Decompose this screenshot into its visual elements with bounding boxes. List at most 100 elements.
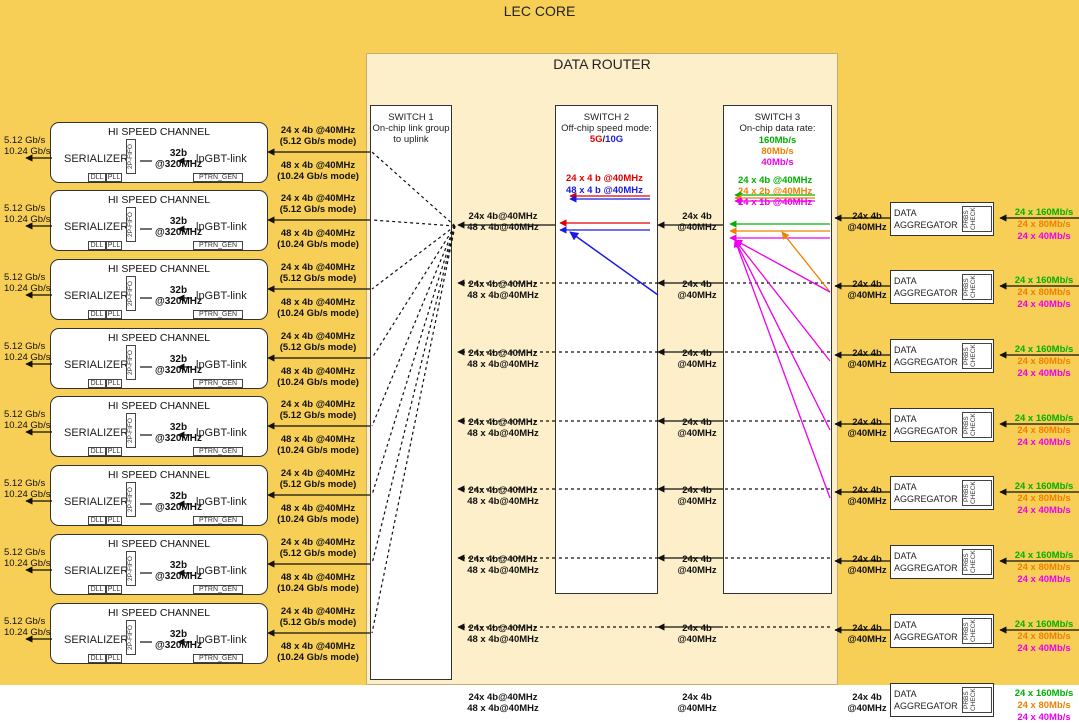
mode-10g-width: 48 x 4b @40MHz <box>280 434 356 445</box>
switch-link-width: 24x 4b <box>682 211 712 222</box>
bus-width: 32b <box>169 285 188 296</box>
mode-5g-width: 24 x 4b @40MHz <box>280 331 356 342</box>
input-rate-80: 24 x 80Mb/s <box>1017 631 1071 642</box>
mode-separator: / <box>602 134 606 145</box>
switch-link-width: 24x 4b <box>682 623 712 634</box>
lec-core-title: LEC CORE <box>503 3 576 19</box>
aggregator-line-2: AGGREGATOR <box>894 426 958 436</box>
mode-10g-width: 48 x 4b @40MHz <box>280 160 356 171</box>
switch-2-blue-label: 48 x 4 b @40MHz <box>566 185 643 196</box>
input-rate-40: 24 x 40Mb/s <box>1017 505 1071 516</box>
input-rate-80: 24 x 80Mb/s <box>1017 493 1071 504</box>
aggregator-out-width: 24x 4b <box>852 279 882 290</box>
router-link-24x: 24x 4b@40MHz <box>468 692 538 703</box>
switch-link-width: 24x 4b <box>682 554 712 565</box>
aggregator-line-1: DATA <box>894 620 917 630</box>
aggregator-out-width: 24x 4b <box>852 417 882 428</box>
switch-2-red-label: 24 x 4 b @40MHz <box>566 173 643 184</box>
serializer-label: SERIALIZER <box>64 634 129 646</box>
switch-link-freq: @40MHz <box>677 634 717 645</box>
lpgbt-link-label: lpGBT-link <box>196 153 247 165</box>
input-rate-80: 24 x 80Mb/s <box>1017 356 1071 367</box>
lpgbt-link-label: lpGBT-link <box>196 565 247 577</box>
fanout-dashed-wire <box>371 225 456 496</box>
switch-3-title: SWITCH 3 <box>754 112 801 123</box>
input-rate-80: 24 x 80Mb/s <box>1017 562 1071 573</box>
aggregator-out-freq: @40MHz <box>847 496 887 507</box>
mode-5g-label: (5.12 Gb/s mode) <box>279 548 357 559</box>
aggregator-out-freq: @40MHz <box>847 565 887 576</box>
switch-link-width: 24x 4b <box>682 417 712 428</box>
output-rate-10g: 10.24 Gb/s <box>4 420 51 431</box>
bus-width: 32b <box>169 422 188 433</box>
input-rate-160: 24 x 160Mb/s <box>1014 207 1074 218</box>
lpgbt-link-label: lpGBT-link <box>196 290 247 302</box>
pattern-generator: PTRN_GEN <box>193 447 243 456</box>
output-rate-5g: 5.12 Gb/s <box>4 409 46 420</box>
dll-block: DLL <box>88 654 106 663</box>
router-link-24x: 24x 4b@40MHz <box>468 554 538 565</box>
aggregator-line-2: AGGREGATOR <box>894 494 958 504</box>
router-link-24x: 24x 4b@40MHz <box>468 279 538 290</box>
lpgbt-link-label: lpGBT-link <box>196 634 247 646</box>
output-rate-10g: 10.24 Gb/s <box>4 558 51 569</box>
channel-title: HI SPEED CHANNEL <box>107 538 211 550</box>
router-link-48x: 48 x 4b@40MHz <box>467 496 539 507</box>
pattern-generator: PTRN_GEN <box>193 585 243 594</box>
mode-10g-width: 48 x 4b @40MHz <box>280 366 356 377</box>
dll-block: DLL <box>88 241 106 250</box>
output-rate-5g: 5.12 Gb/s <box>4 547 46 558</box>
input-rate-40: 24 x 40Mb/s <box>1017 574 1071 585</box>
input-rate-80: 24 x 80Mb/s <box>1017 425 1071 436</box>
mode-10g-width: 48 x 4b @40MHz <box>280 641 356 652</box>
switch-link-width: 24x 4b <box>682 279 712 290</box>
channel-title: HI SPEED CHANNEL <box>107 332 211 344</box>
aggregator-out-freq: @40MHz <box>847 222 887 233</box>
serializer-label: SERIALIZER <box>64 496 129 508</box>
input-rate-80: 24 x 80Mb/s <box>1017 700 1071 711</box>
mode-5g-width: 24 x 4b @40MHz <box>280 399 356 410</box>
mode-5g-width: 24 x 4b @40MHz <box>280 125 356 136</box>
serializer-label: SERIALIZER <box>64 290 129 302</box>
switch2-blue-diagonal <box>569 231 659 296</box>
switch-1-desc: On-chip link group <box>372 123 450 134</box>
lpgbt-link-label: lpGBT-link <box>196 221 247 233</box>
mode-5g: 5G <box>589 134 603 145</box>
router-link-48x: 48 x 4b@40MHz <box>467 222 539 233</box>
serializer-label: SERIALIZER <box>64 359 129 371</box>
output-rate-10g: 10.24 Gb/s <box>4 214 51 225</box>
switch-3-orange-label: 24 x 2b @40MHz <box>738 186 813 197</box>
router-link-48x: 48 x 4b@40MHz <box>467 565 539 576</box>
lpgbt-link-label: lpGBT-link <box>196 359 247 371</box>
mode-10g-label: (10.24 Gb/s mode) <box>277 652 359 663</box>
pattern-generator: PTRN_GEN <box>193 241 243 250</box>
mode-10g-label: (10.24 Gb/s mode) <box>277 239 359 250</box>
channel-title: HI SPEED CHANNEL <box>107 194 211 206</box>
dll-block: DLL <box>88 310 106 319</box>
router-link-24x: 24x 4b@40MHz <box>468 623 538 634</box>
data-router-title: DATA ROUTER <box>553 56 651 72</box>
fanout-dashed-wire <box>371 225 456 359</box>
input-rate-160: 24 x 160Mb/s <box>1014 275 1074 286</box>
switch-link-freq: @40MHz <box>677 496 717 507</box>
aggregator-out-width: 24x 4b <box>852 211 882 222</box>
aggregator-line-1: DATA <box>894 689 917 699</box>
wiring-diagram <box>25 148 1079 646</box>
fanout-dashed-wire <box>371 219 456 227</box>
switch-3-rate-orange: 80Mb/s <box>761 146 794 157</box>
aggregator-line-2: AGGREGATOR <box>894 701 958 711</box>
pll-block: PLL <box>106 379 122 388</box>
input-rate-40: 24 x 40Mb/s <box>1017 299 1071 310</box>
aggregator-out-width: 24x 4b <box>852 692 882 703</box>
input-rate-40: 24 x 40Mb/s <box>1017 437 1071 448</box>
aggregator-line-1: DATA <box>894 482 917 492</box>
serializer-label: SERIALIZER <box>64 153 129 165</box>
mode-5g-width: 24 x 4b @40MHz <box>280 606 356 617</box>
